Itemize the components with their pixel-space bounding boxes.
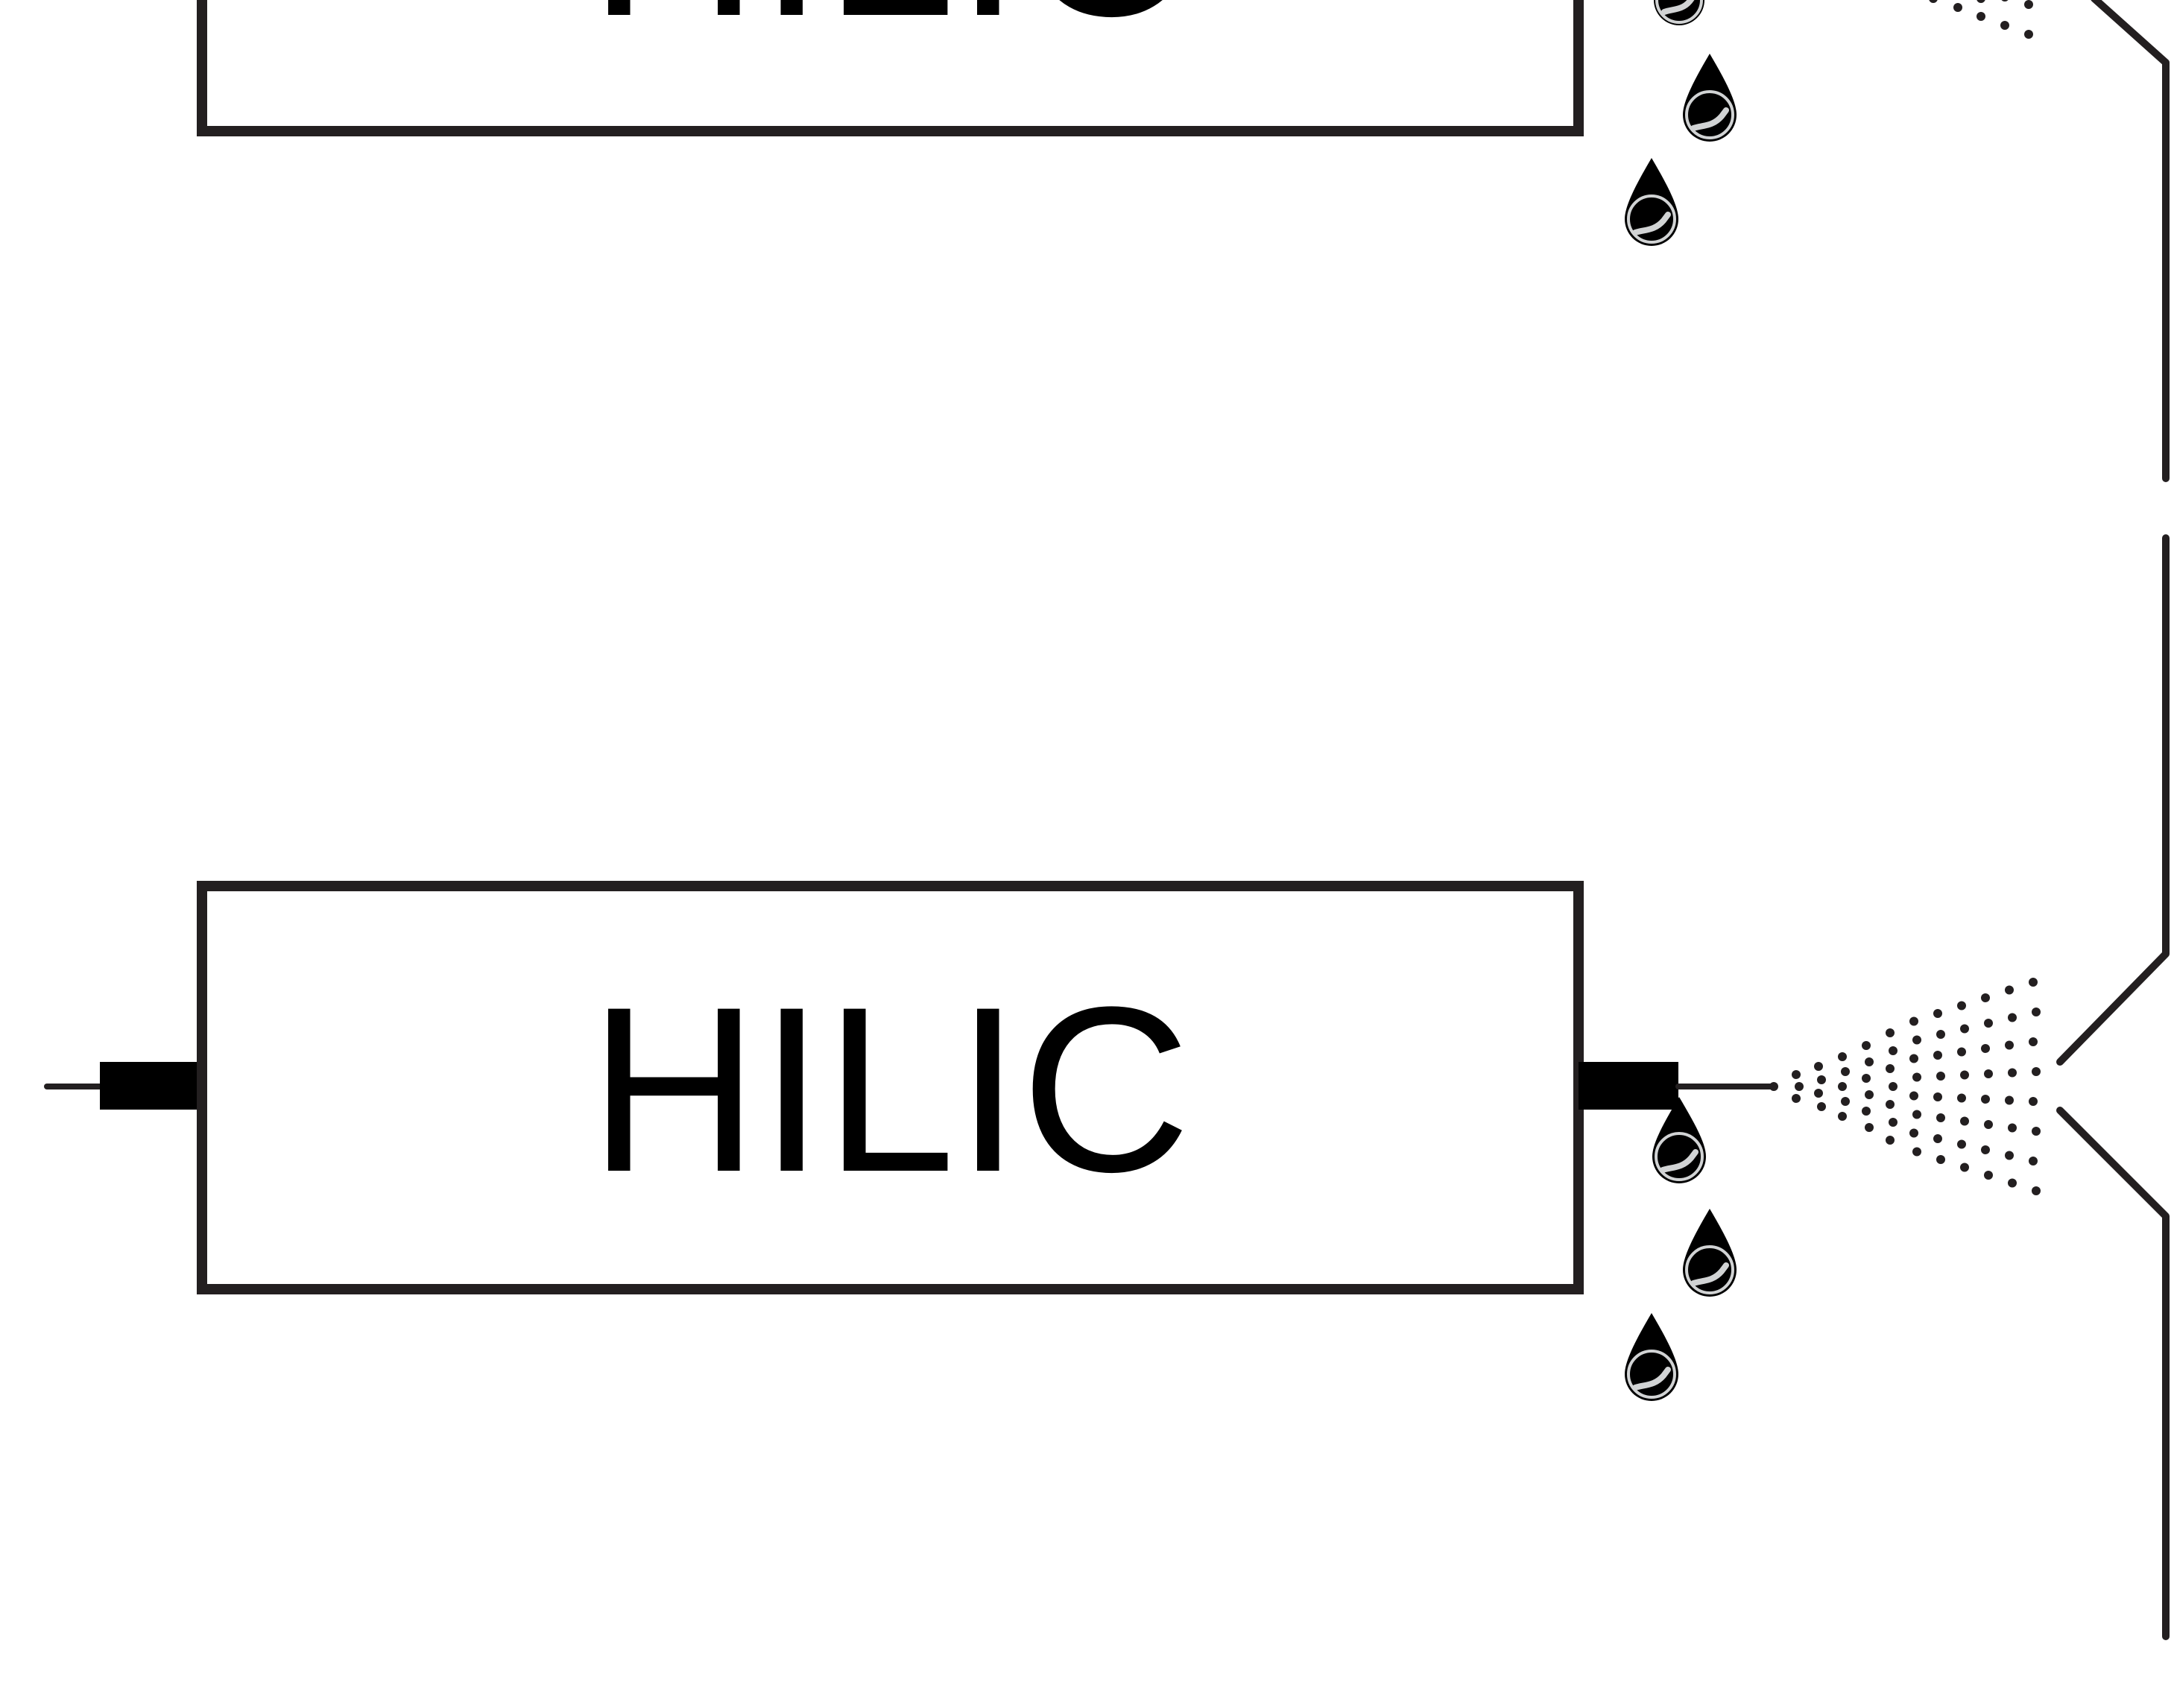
droplet [1654,0,1704,25]
droplets-top [1625,0,1737,246]
inlet-cone-top [2091,0,2170,482]
spray-droplet [1936,1030,1945,1039]
spray-droplet [2032,1127,2041,1136]
spray-droplet [1909,1091,1918,1101]
spray-droplet [2005,1151,2014,1160]
spray-droplet [1960,1070,1969,1080]
spray-droplet [1936,1072,1945,1081]
emitter-tip [1769,1082,1778,1091]
spray-droplet [1841,1067,1850,1076]
spray-droplet [1795,1082,1804,1091]
spray-droplet [1865,1123,1874,1132]
spray-droplet [1889,1046,1897,1055]
spray-droplet [1886,1028,1895,1037]
spray-droplet [1889,1082,1897,1091]
spray-droplet [1957,1093,1966,1103]
spray-droplet [1933,1051,1942,1060]
spray-droplet [1933,1092,1942,1101]
column-top-label: HILIC [589,0,1191,65]
inlet-cone-upper-edge [2056,534,2170,1066]
spray-droplet [2029,1097,2038,1106]
inlet-cone-lower-edge [2056,1107,2170,1640]
spray-droplet [1862,1041,1871,1050]
droplet [1683,54,1737,142]
spray-droplet [1909,1054,1918,1063]
droplet [1625,158,1678,246]
spray-droplet [1889,1118,1897,1127]
spray-droplet [2008,1178,2017,1188]
spray-droplet [1912,1110,1921,1119]
spray-droplet [1981,1145,1990,1154]
spray-droplet [1862,1074,1871,1083]
spray-droplet [1886,1136,1895,1145]
spray-plume-top [1929,0,2033,39]
spray-droplet [2005,1095,2014,1105]
spray-droplet [1862,1107,1871,1116]
spray-droplet [1886,1064,1895,1073]
spray-droplet [1957,1001,1966,1010]
spray-droplet [1909,1016,1918,1026]
droplet [1652,1097,1706,1183]
spray-droplet [1841,1097,1850,1106]
spray-droplet [1817,1102,1826,1111]
spray-droplet [1838,1052,1847,1061]
spray-droplet [2005,985,2014,995]
spray-droplet [2008,1013,2017,1022]
spray-droplet [1912,1072,1921,1082]
spray-droplet [1960,1116,1969,1126]
outlet-fitting [1579,1062,1678,1110]
spray-droplet [1933,1134,1942,1143]
spray-droplet [2008,1123,2017,1133]
spray-droplet [1817,1075,1826,1084]
column-top-body [197,0,1584,136]
spray-droplet [2032,1067,2041,1076]
spray-droplet [1838,1112,1847,1121]
spray-droplet [1984,1019,1993,1028]
column-assembly-bottom: HILIC [44,534,2170,1640]
inlet-fitting [100,1062,203,1110]
column-assembly-top: HILIC [197,0,2170,482]
spray-droplet [1960,1024,1969,1034]
column-bottom-label: HILIC [589,958,1191,1221]
spray-droplet [1792,1094,1801,1103]
spray-droplet [1886,1100,1895,1109]
spray-droplet [1865,1090,1874,1099]
spray-droplet [2005,1040,2014,1050]
spray-droplet [2032,1186,2041,1195]
spray-droplet [1912,1035,1921,1045]
spray-droplet [1814,1089,1823,1098]
spray-droplet [1912,1147,1921,1157]
spray-droplet [1981,1044,1990,1053]
spray-droplet [1984,1171,1993,1180]
spray-droplet [1865,1057,1874,1066]
droplet [1683,1209,1737,1297]
spray-droplet [1981,1095,1990,1104]
spray-droplet [1792,1070,1801,1079]
spray-droplet [1936,1113,1945,1122]
spray-droplet [2029,1157,2038,1165]
spray-droplet [1957,1139,1966,1149]
spray-droplet [1838,1082,1847,1091]
spray-droplet [1981,993,1990,1002]
droplet [1625,1313,1678,1401]
spray-droplet [1933,1009,1942,1018]
spray-droplet [2029,1037,2038,1046]
spray-droplet [1909,1128,1918,1138]
spray-droplet [2008,1068,2017,1078]
droplets-bottom [1625,1097,1737,1401]
spray-droplet [1984,1120,1993,1129]
spray-droplet [1936,1155,1945,1164]
spray-droplet [2032,1008,2041,1016]
spray-plume-bottom [1792,978,2041,1195]
spray-droplet [1957,1047,1966,1057]
spray-droplet [1814,1062,1823,1071]
spray-droplet [1960,1163,1969,1172]
spray-droplet [2029,978,2038,987]
spray-droplet [1984,1069,1993,1078]
